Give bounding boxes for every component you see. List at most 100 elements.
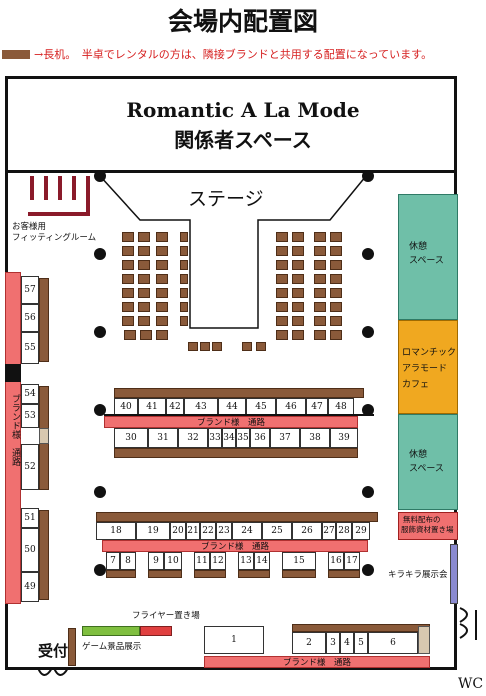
booth-34[interactable]: 34 (222, 428, 236, 448)
reception-label: 受付 (38, 642, 69, 660)
booth-56[interactable]: 56 (21, 304, 39, 332)
booth-24[interactable]: 24 (232, 522, 262, 540)
game-prize-label: ゲーム景品展示 (82, 642, 142, 652)
tables-row-30-39 (114, 448, 358, 458)
audience-chair (138, 246, 150, 256)
booth-5[interactable]: 5 (354, 632, 368, 654)
audience-chair (330, 274, 342, 284)
rest-space-upper-label1: 休憩 (409, 242, 428, 252)
audience-chair (180, 260, 188, 270)
booth-row-divider (104, 414, 374, 416)
pillar (362, 248, 374, 260)
booth-3[interactable]: 3 (326, 632, 340, 654)
booth-49[interactable]: 49 (21, 572, 39, 602)
rest-space-lower-label2: スペース (409, 464, 444, 474)
audience-chair (314, 316, 326, 326)
booth-54[interactable]: 54 (21, 384, 39, 404)
booth-4[interactable]: 4 (340, 632, 354, 654)
booth-29[interactable]: 29 (352, 522, 370, 540)
booth-55[interactable]: 55 (21, 332, 39, 364)
booth-11[interactable]: 11 (194, 552, 210, 570)
booth-18[interactable]: 18 (96, 522, 136, 540)
audience-chair (330, 232, 342, 242)
legend-text: →長机。 半卓でレンタルの方は、隣接ブランドと共用する配置になっています。 (34, 48, 433, 61)
free-materials-label1: 無料配布の (403, 515, 441, 524)
audience-chair (138, 316, 150, 326)
booth-2[interactable]: 2 (292, 632, 326, 654)
audience-chair (292, 316, 304, 326)
booth-50[interactable]: 50 (21, 528, 39, 572)
booth-8[interactable]: 8 (120, 552, 136, 570)
booth-26[interactable]: 26 (292, 522, 322, 540)
booth-37[interactable]: 37 (270, 428, 300, 448)
booth-30[interactable]: 30 (114, 428, 148, 448)
left-table-upper (39, 278, 49, 362)
booth-52[interactable]: 52 (21, 444, 39, 490)
booth-44[interactable]: 44 (218, 398, 246, 416)
booth-53[interactable]: 53 (21, 404, 39, 428)
booth-22[interactable]: 22 (200, 522, 216, 540)
booth-15[interactable]: 15 (282, 552, 316, 570)
brand-aisle-middle: ブランド様 通路 (102, 540, 368, 552)
booth-57[interactable]: 57 (21, 276, 39, 304)
audience-chair (180, 246, 188, 256)
audience-chair (156, 274, 168, 284)
booth-51[interactable]: 51 (21, 508, 39, 528)
rest-space-lower: 休憩 スペース (398, 414, 458, 510)
booth-1[interactable]: 1 (204, 626, 264, 654)
pillar (362, 486, 374, 498)
legend-table-swatch (2, 50, 30, 59)
audience-chair (292, 246, 304, 256)
staff-area-label: 関係者スペース (174, 128, 312, 152)
booth-6[interactable]: 6 (368, 632, 418, 654)
booth-23[interactable]: 23 (216, 522, 232, 540)
audience-chair (122, 232, 134, 242)
booth-36[interactable]: 36 (250, 428, 270, 448)
audience-chair (276, 288, 288, 298)
booth-33[interactable]: 33 (208, 428, 222, 448)
booth-25[interactable]: 25 (262, 522, 292, 540)
booth-27[interactable]: 27 (322, 522, 336, 540)
audience-chair (180, 302, 188, 312)
tables-13-14 (238, 570, 270, 578)
audience-chair (314, 274, 326, 284)
audience-chair (276, 246, 288, 256)
tables-row-18-29 (96, 512, 378, 522)
booth-31[interactable]: 31 (148, 428, 178, 448)
audience-chair (180, 288, 188, 298)
audience-chair (156, 316, 168, 326)
free-materials-area: 無料配布の 服飾資材置き場 (398, 512, 458, 540)
audience-chair (156, 260, 168, 270)
booth-20[interactable]: 20 (170, 522, 186, 540)
booth-7[interactable]: 7 (106, 552, 120, 570)
flyer-label: フライヤー置き場 (132, 611, 200, 621)
audience-chair (122, 288, 134, 298)
booth-14[interactable]: 14 (254, 552, 270, 570)
fitting-room-label1: お客様用 (12, 222, 47, 232)
booth-32[interactable]: 32 (178, 428, 208, 448)
audience-chair (138, 232, 150, 242)
booth-16[interactable]: 16 (328, 552, 344, 570)
booth-10[interactable]: 10 (164, 552, 182, 570)
cafe-label2: アラモード (402, 364, 448, 374)
booth-17[interactable]: 17 (344, 552, 360, 570)
pillar (94, 404, 106, 416)
tables-row-2-6 (292, 624, 430, 632)
audience-chair (138, 260, 150, 270)
audience-chair (180, 274, 188, 284)
audience-chair (276, 316, 288, 326)
booth-13[interactable]: 13 (238, 552, 254, 570)
booth-12[interactable]: 12 (210, 552, 226, 570)
booth-19[interactable]: 19 (136, 522, 170, 540)
left-corner-table (39, 428, 49, 444)
booth-21[interactable]: 21 (186, 522, 200, 540)
booth-35[interactable]: 35 (236, 428, 250, 448)
booth-28[interactable]: 28 (336, 522, 352, 540)
booth-39[interactable]: 39 (330, 428, 358, 448)
audience-chair (330, 260, 342, 270)
booth-9[interactable]: 9 (148, 552, 164, 570)
audience-chair (314, 260, 326, 270)
audience-chair (330, 246, 342, 256)
booth-38[interactable]: 38 (300, 428, 330, 448)
